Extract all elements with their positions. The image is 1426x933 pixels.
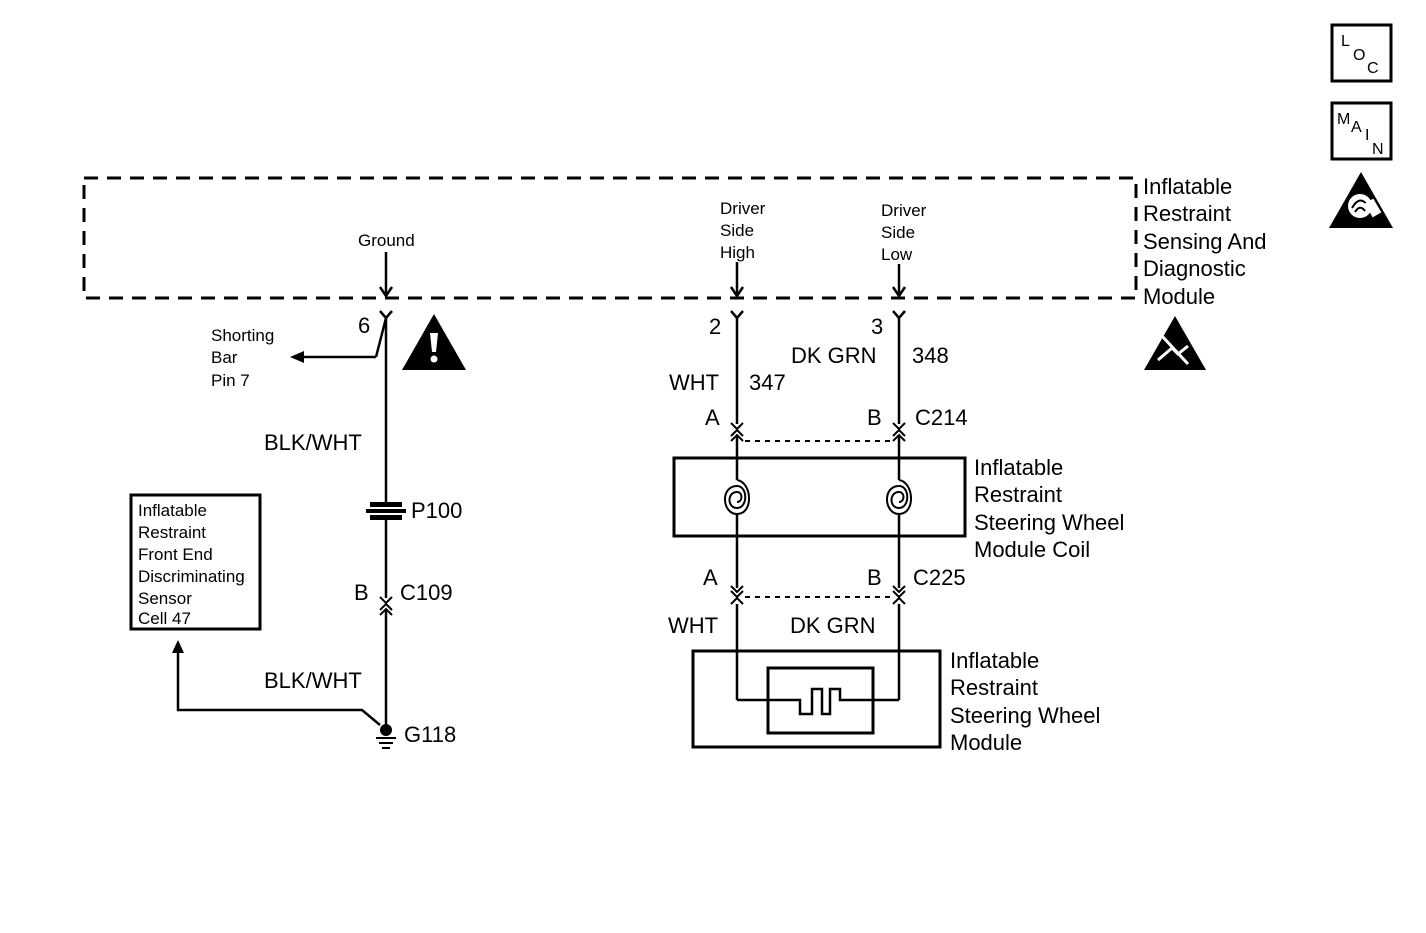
- high-wire-color: WHT: [669, 370, 719, 395]
- ground-wire-color-upper: BLK/WHT: [264, 430, 362, 455]
- main-letter-i: I: [1365, 127, 1369, 144]
- low-wire-color: DK GRN: [791, 343, 877, 368]
- c214-terminal-b: B: [867, 405, 882, 430]
- loc-letter-l: L: [1341, 33, 1350, 50]
- steering-module-label: Inflatable Restraint Steering Wheel Modu…: [950, 648, 1100, 755]
- airbag-system-icon[interactable]: [1329, 172, 1393, 228]
- front-sensor-label: Inflatable Restraint Front End Discrimin…: [138, 501, 245, 628]
- module-outline: [82, 176, 1138, 300]
- svg-text:Driver: Driver: [720, 199, 766, 218]
- svg-text:Driver: Driver: [881, 201, 927, 220]
- front-sensor-arrow-icon: [172, 640, 184, 653]
- main-letter-n: N: [1372, 141, 1384, 158]
- loc-letter-c: C: [1367, 60, 1379, 77]
- svg-text:Cell 47: Cell 47: [138, 609, 191, 628]
- c214-label: C214: [915, 405, 968, 430]
- svg-text:Discriminating: Discriminating: [138, 567, 245, 586]
- high-circuit-number: 347: [749, 370, 786, 395]
- low-lower-wire-color: DK GRN: [790, 613, 876, 638]
- svg-text:Bar: Bar: [211, 348, 238, 367]
- main-letter-m: M: [1337, 111, 1350, 128]
- svg-text:Restraint: Restraint: [138, 523, 206, 542]
- svg-text:Module: Module: [950, 730, 1022, 755]
- coil-spiral-low-icon: [886, 479, 912, 516]
- svg-text:Steering Wheel: Steering Wheel: [950, 703, 1100, 728]
- svg-text:Sensor: Sensor: [138, 589, 192, 608]
- svg-text:Low: Low: [881, 245, 913, 264]
- pin-2-label: 2: [709, 314, 721, 339]
- pin-6-label: 6: [358, 313, 370, 338]
- loc-letter-o: O: [1353, 47, 1365, 64]
- ground-symbol-icon: [376, 724, 396, 749]
- main-button[interactable]: M A I N: [1330, 101, 1393, 161]
- driver-side-high-label: Driver Side High: [720, 199, 766, 262]
- svg-text:Pin 7: Pin 7: [211, 371, 250, 390]
- g118-label: G118: [404, 722, 456, 747]
- pin-3-label: 3: [871, 314, 883, 339]
- ground-wire-color-lower: BLK/WHT: [264, 668, 362, 693]
- high-lower-wire-color: WHT: [668, 613, 718, 638]
- shorting-bar-label: Shorting Bar Pin 7: [211, 326, 274, 390]
- svg-text:Module: Module: [1143, 284, 1215, 309]
- module-name: Inflatable Restraint Sensing And Diagnos…: [1143, 174, 1267, 309]
- svg-text:Front End: Front End: [138, 545, 213, 564]
- svg-text:Restraint: Restraint: [974, 482, 1062, 507]
- coil-spiral-high-icon: [724, 479, 750, 516]
- c225-terminal-a: A: [703, 565, 718, 590]
- pin-3-connector: [892, 310, 906, 320]
- svg-text:Inflatable: Inflatable: [138, 501, 207, 520]
- steering-wheel-coil-box: [672, 456, 967, 538]
- shorting-bar-arrow-icon: [290, 351, 304, 363]
- svg-text:Inflatable: Inflatable: [974, 455, 1063, 480]
- svg-text:Restraint: Restraint: [1143, 201, 1231, 226]
- c225-terminal-b: B: [867, 565, 882, 590]
- main-letter-a: A: [1351, 119, 1362, 136]
- c109-label: C109: [400, 580, 453, 605]
- svg-text:Shorting: Shorting: [211, 326, 274, 345]
- driver-side-low-label: Driver Side Low: [881, 201, 927, 264]
- svg-text:Steering Wheel: Steering Wheel: [974, 510, 1124, 535]
- svg-text:Module Coil: Module Coil: [974, 537, 1090, 562]
- c225-label: C225: [913, 565, 966, 590]
- p100-splice: [366, 502, 406, 520]
- pin-2-connector: [730, 310, 744, 320]
- svg-text:Diagnostic: Diagnostic: [1143, 256, 1246, 281]
- low-circuit-number: 348: [912, 343, 949, 368]
- coil-label: Inflatable Restraint Steering Wheel Modu…: [974, 455, 1124, 562]
- caution-icon: [402, 314, 466, 370]
- p100-label: P100: [411, 498, 462, 523]
- svg-text:Restraint: Restraint: [950, 675, 1038, 700]
- c214-terminal-a: A: [705, 405, 720, 430]
- svg-text:Sensing And: Sensing And: [1143, 229, 1267, 254]
- svg-text:Inflatable: Inflatable: [1143, 174, 1232, 199]
- c109-terminal: B: [354, 580, 369, 605]
- front-sensor-box: [129, 493, 262, 631]
- pin-6-connector: [379, 310, 393, 320]
- esd-sensitive-icon: [1144, 316, 1206, 370]
- loc-button[interactable]: L O C: [1330, 23, 1393, 83]
- svg-text:Inflatable: Inflatable: [950, 648, 1039, 673]
- svg-text:Side: Side: [720, 221, 754, 240]
- svg-text:Side: Side: [881, 223, 915, 242]
- inflator-squib-icon: [737, 687, 899, 716]
- ground-terminal-label: Ground: [358, 231, 415, 250]
- svg-text:High: High: [720, 243, 755, 262]
